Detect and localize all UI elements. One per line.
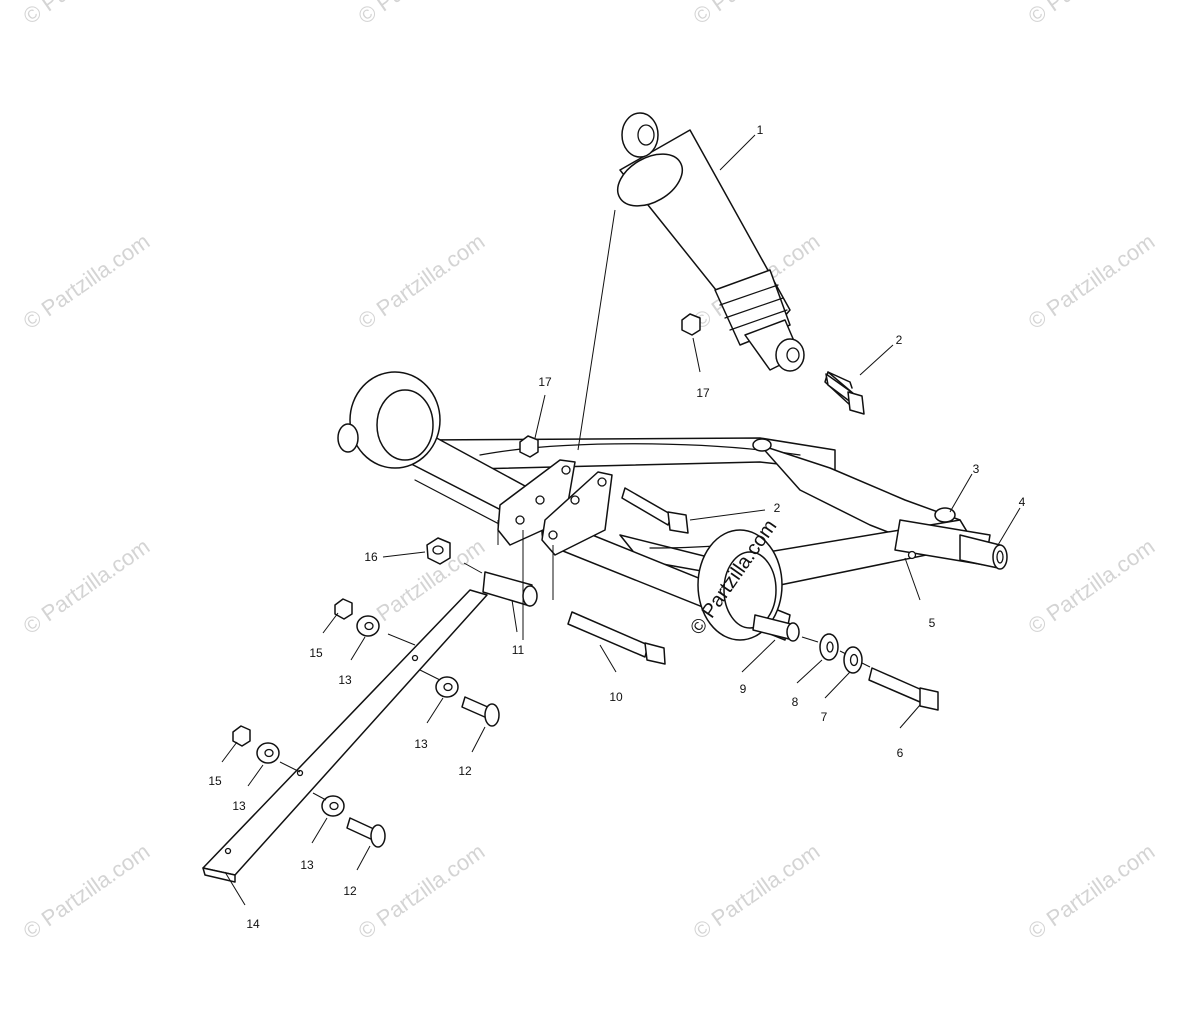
callout-17-top: 17 bbox=[696, 386, 710, 400]
callout-15-upper: 15 bbox=[309, 646, 323, 660]
nut-16 bbox=[426, 537, 451, 565]
callout-2-lower: 2 bbox=[774, 501, 781, 515]
leader-lines bbox=[221, 134, 1021, 906]
watermark: © Partzilla.com bbox=[689, 839, 825, 945]
callout-2-upper: 2 bbox=[896, 333, 903, 347]
nut-15b bbox=[232, 725, 251, 747]
rivet-12b bbox=[346, 817, 386, 848]
watermark: © Partzilla.com bbox=[354, 839, 490, 945]
watermark: © Partzilla.com bbox=[354, 229, 490, 335]
callouts: 1 2 2 3 4 5 6 7 8 9 10 11 12 12 13 13 13… bbox=[208, 123, 1025, 931]
callout-13-b: 13 bbox=[414, 737, 428, 751]
bolt-6 bbox=[868, 667, 939, 711]
watermark: © Partzilla.com bbox=[1024, 839, 1160, 945]
watermark: © Partzilla.com bbox=[19, 839, 155, 945]
callout-1: 1 bbox=[757, 123, 764, 137]
slide-rail bbox=[202, 589, 488, 883]
spacer-11 bbox=[482, 571, 538, 607]
callout-17-left: 17 bbox=[538, 375, 552, 389]
watermark: © Partzilla.com bbox=[1024, 229, 1160, 335]
callout-9: 9 bbox=[740, 682, 747, 696]
watermark: © Partzilla.com bbox=[19, 0, 155, 29]
callout-16: 16 bbox=[364, 550, 378, 564]
swing-arm bbox=[337, 371, 1008, 642]
nut-15a bbox=[334, 598, 353, 620]
callout-3: 3 bbox=[973, 462, 980, 476]
callout-8: 8 bbox=[792, 695, 799, 709]
callout-10: 10 bbox=[609, 690, 623, 704]
nut-17-left bbox=[519, 435, 539, 458]
callout-12-lower: 12 bbox=[343, 884, 357, 898]
bolt-lower bbox=[621, 487, 689, 534]
watermark: © Partzilla.com bbox=[1024, 534, 1160, 640]
bolt-10 bbox=[567, 611, 666, 665]
callout-5: 5 bbox=[929, 616, 936, 630]
callout-15-lower: 15 bbox=[208, 774, 222, 788]
watermark: © Partzilla.com bbox=[354, 0, 490, 29]
watermark: © Partzilla.com bbox=[689, 0, 825, 29]
callout-13-d: 13 bbox=[300, 858, 314, 872]
shock-absorber bbox=[617, 112, 805, 372]
callout-11: 11 bbox=[512, 643, 525, 657]
watermark-grid: © Partzilla.com © Partzilla.com © Partzi… bbox=[19, 0, 1160, 944]
callout-6: 6 bbox=[897, 746, 904, 760]
callout-7: 7 bbox=[821, 710, 828, 724]
watermark: © Partzilla.com bbox=[19, 534, 155, 640]
callout-13-c: 13 bbox=[232, 799, 246, 813]
callout-14: 14 bbox=[246, 917, 260, 931]
watermark: © Partzilla.com bbox=[19, 229, 155, 335]
callout-13-a: 13 bbox=[338, 673, 352, 687]
nut-17-top bbox=[681, 313, 701, 336]
watermark: © Partzilla.com bbox=[1024, 0, 1160, 29]
rivet-12a bbox=[461, 696, 500, 727]
callout-12-upper: 12 bbox=[458, 764, 472, 778]
bolt-upper bbox=[824, 371, 865, 415]
callout-4: 4 bbox=[1019, 495, 1026, 509]
